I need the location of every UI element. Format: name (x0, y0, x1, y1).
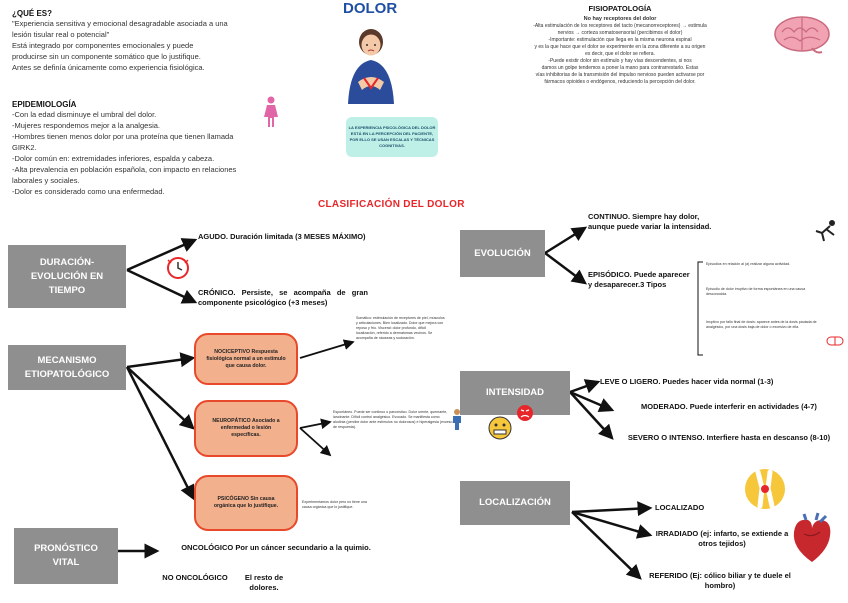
evolution-note: Irruptivo por fallo final de dosis: apar… (706, 320, 824, 330)
location-referred: REFERIDO (Ej: cólico biliar y te duele e… (645, 571, 795, 591)
mechanism-psychogenic: PSICÓGENO Sin causa orgánica que lo just… (194, 475, 298, 531)
physiopathology-line: y es la que hace que el dolor se experim… (470, 44, 770, 51)
physiopathology-line: -Importante: estimulación que llega en l… (470, 37, 770, 44)
category-mechanism: MECANISMO ETIOPATOLÓGICO (8, 345, 126, 390)
location-localized: LOCALIZADO (655, 503, 745, 513)
category-prognosis: PRONÓSTICO VITAL (14, 528, 118, 584)
physiopathology-heading: FISIOPATOLOGÍA (470, 4, 770, 13)
neuropathic-note: Espontáneo. Puede ser continuo o paroxís… (333, 410, 453, 430)
location-radiated: IRRADIADO (ej: infarto, se extiende a ot… (652, 529, 792, 549)
physiopathology-line: -Alta estimulación de los receptores del… (470, 23, 770, 30)
epidemiology-line: GIRK2. (12, 142, 342, 153)
epidemiology-line: -Con la edad disminuye el umbral del dol… (12, 109, 342, 120)
physiopathology-line: -Puede existir dolor sin estímulo y hay … (470, 58, 770, 65)
category-intensity: INTENSIDAD (460, 371, 570, 415)
category-duration: DURACIÓN-EVOLUCIÓN EN TIEMPO (8, 245, 126, 308)
definition-line: lesión tisular real o potencial" (12, 29, 312, 40)
grimace-face-icon (488, 416, 512, 440)
prognosis-non-oncologic-label: NO ONCOLÓGICO (160, 573, 230, 583)
mechanism-nociceptive: NOCICEPTIVO Respuesta fisiológica normal… (194, 333, 298, 385)
duration-chronic: CRÓNICO. Persiste, se acompaña de gran c… (198, 288, 368, 308)
category-evolution: EVOLUCIÓN (460, 230, 545, 277)
epidemiology-line: -Alta prevalencia en población española,… (12, 164, 342, 175)
intensity-severe: SEVERO O INTENSO. Interfiere hasta en de… (614, 433, 844, 443)
pill-icon (826, 334, 844, 346)
definition-line: Está integrado por componentes emocional… (12, 40, 312, 51)
category-location: LOCALIZACIÓN (460, 481, 570, 525)
heart-icon (790, 512, 834, 564)
classification-title: CLASIFICACIÓN DEL DOLOR (318, 199, 465, 210)
psychological-note: LA EXPERIENCIA PSICOLÓGICA DEL DOLOR EST… (346, 117, 438, 157)
evolution-note: Episodios en relación al (a) realizar al… (706, 262, 826, 267)
definition-heading: ¿QUÉ ES? (12, 9, 312, 18)
clock-icon (165, 255, 191, 281)
physiopathology-line: vías inhibitorias de la transmisión del … (470, 72, 770, 79)
nociceptive-note: Somático: estimulación de receptores de … (356, 316, 446, 341)
angry-face-icon (516, 404, 534, 422)
person-in-pain-illustration (340, 24, 402, 104)
physiopathology-section: FISIOPATOLOGÍA No hay receptores del dol… (470, 4, 770, 86)
physiopathology-line: nervios → corteza somatosensorial (perci… (470, 30, 770, 37)
intensity-mild: LEVE O LIGERO. Puedes hacer vida normal … (600, 377, 845, 387)
intensity-moderate: MODERADO. Puede interferir en actividade… (614, 402, 844, 412)
definition-line: "Experiencia sensitiva y emocional desag… (12, 18, 312, 29)
epidemiology-line: -Dolor es considerado como una enfermeda… (12, 186, 342, 197)
duration-acute: AGUDO. Duración limitada (3 MESES MÁXIMO… (198, 232, 368, 242)
psychogenic-note: Experimentamos dolor pero no tiene una c… (302, 500, 370, 510)
knee-pain-icon (744, 468, 786, 510)
evolution-note: Episodio de dolor irruptivo de forma esp… (706, 287, 826, 297)
epidemiology-line: laborales y sociales. (12, 175, 342, 186)
falling-person-icon (812, 217, 840, 245)
evolution-continuous: CONTINUO. Siempre hay dolor, aunque pued… (588, 212, 723, 232)
page-title: DOLOR (343, 0, 397, 17)
epidemiology-line: -Dolor común en: extremidades inferiores… (12, 153, 342, 164)
prognosis-oncologic: ONCOLÓGICO Por un cáncer secundario a la… (160, 543, 392, 553)
physiopathology-line: damos un golpe tendemos a poner la mano … (470, 65, 770, 72)
epidemiology-line: -Mujeres respondemos mejor a la analgesi… (12, 120, 342, 131)
physiopathology-line: fármacos opioides o endógenos, reduciend… (470, 79, 770, 86)
definition-line: producirse sin un componente somático qu… (12, 51, 312, 62)
physiopathology-line: es decir, que el dolor se refiera. (470, 51, 770, 58)
person-icon (450, 408, 464, 430)
prognosis-non-oncologic-text: El resto de dolores. (236, 573, 292, 593)
mechanism-neuropathic: NEUROPÁTICO Asociado a enfermedad o lesi… (194, 400, 298, 457)
physiopathology-subheading: No hay receptores del dolor (470, 16, 770, 23)
evolution-episodic: EPISÓDICO. Puede aparecer y desaparecer.… (588, 270, 693, 290)
epidemiology-line: -Hombres tienen menos dolor por una prot… (12, 131, 342, 142)
definition-section: ¿QUÉ ES? "Experiencia sensitiva y emocio… (12, 9, 312, 73)
definition-line: Antes se definía únicamente como experie… (12, 62, 312, 73)
epidemiology-section: EPIDEMIOLOGÍA -Con la edad disminuye el … (12, 100, 342, 197)
brain-icon (772, 14, 832, 56)
epidemiology-heading: EPIDEMIOLOGÍA (12, 100, 342, 109)
